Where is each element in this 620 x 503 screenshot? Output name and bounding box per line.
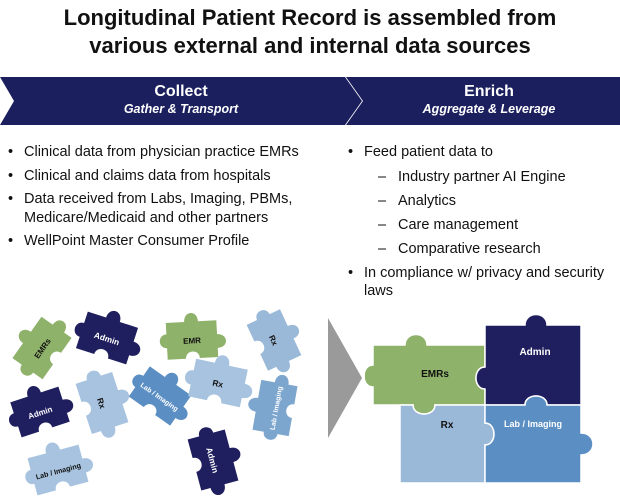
enrich-banner: Enrich Aggregate & Leverage xyxy=(346,77,620,125)
collect-bullet: •Clinical and claims data from hospitals xyxy=(8,167,271,184)
piece-label: Rx xyxy=(212,378,225,390)
puzzle-piece-lab-imaging: Lab / Imaging xyxy=(18,433,98,498)
enrich-subbullet: –Care management xyxy=(378,216,519,233)
enrich-subbullet: –Comparative research xyxy=(378,240,541,257)
enrich-bullet: •In compliance w/ privacy and security l… xyxy=(348,264,605,300)
puzzle-piece-rx: Rx xyxy=(181,348,259,410)
puzzle-piece-emrs: EMRs xyxy=(1,304,77,385)
title-line-1: Longitudinal Patient Record is assembled… xyxy=(63,5,557,30)
puzzle-piece-admin: Admin xyxy=(185,420,250,500)
collect-bullet: •Data received from Labs, Imaging, PBMs,… xyxy=(8,191,293,226)
assembled-piece-rx: Rx xyxy=(399,404,495,484)
title-line-2: various external and internal data sourc… xyxy=(89,33,531,58)
collect-bullet-list: •Clinical data from physician practice E… xyxy=(8,143,333,256)
piece-label: EMRs xyxy=(421,369,449,380)
page-title: Longitudinal Patient Record is assembled… xyxy=(0,4,620,60)
assembled-puzzle-illustration: EMRs Admin Rx Lab / Imaging xyxy=(365,313,594,484)
enrich-chevron-shape xyxy=(346,77,620,125)
piece-label: EMR xyxy=(183,336,202,346)
process-arrow xyxy=(328,318,362,438)
piece-label: Rx xyxy=(267,334,280,348)
enrich-subbullet: –Analytics xyxy=(378,192,457,209)
collect-chevron-shape xyxy=(0,77,362,125)
piece-label: Lab / Imaging xyxy=(504,419,562,429)
piece-label: Rx xyxy=(95,397,108,411)
collect-bullet: •Clinical data from physician practice E… xyxy=(8,144,299,160)
puzzle-piece-admin: Admin xyxy=(69,300,150,368)
enrich-bullet-list: •Feed patient data to –Industry partner … xyxy=(348,143,616,306)
assembled-piece-admin: Admin xyxy=(475,313,582,406)
assembled-piece-emrs: EMRs xyxy=(365,333,486,415)
assembled-piece-lab-imaging: Lab / Imaging xyxy=(484,395,594,484)
collect-heading: Collect xyxy=(154,83,208,100)
puzzle-piece-emr: EMR xyxy=(158,311,227,361)
enrich-sub-list: –Industry partner AI Engine –Analytics –… xyxy=(348,168,616,259)
puzzle-piece-rx: Rx xyxy=(73,362,140,443)
puzzle-piece-lab-imaging: Lab / Imaging xyxy=(242,369,300,443)
puzzle-piece-rx: Rx xyxy=(243,300,313,379)
enrich-subbullet: –Industry partner AI Engine xyxy=(378,168,566,185)
enrich-subheading: Aggregate & Leverage xyxy=(422,102,556,116)
piece-label: Admin xyxy=(519,347,550,358)
puzzle-piece-admin: Admin xyxy=(1,375,78,440)
enrich-bullet: •Feed patient data to –Industry partner … xyxy=(348,143,616,258)
collect-banner: Collect Gather & Transport xyxy=(0,77,362,125)
collect-subheading: Gather & Transport xyxy=(123,102,239,116)
scattered-pieces-illustration: EMRs Admin EMR Rx Rx Lab / Imaging Rx Ad… xyxy=(1,300,313,500)
collect-bullet: •WellPoint Master Consumer Profile xyxy=(8,233,250,249)
piece-label: Rx xyxy=(441,420,454,431)
enrich-heading: Enrich xyxy=(464,83,514,100)
